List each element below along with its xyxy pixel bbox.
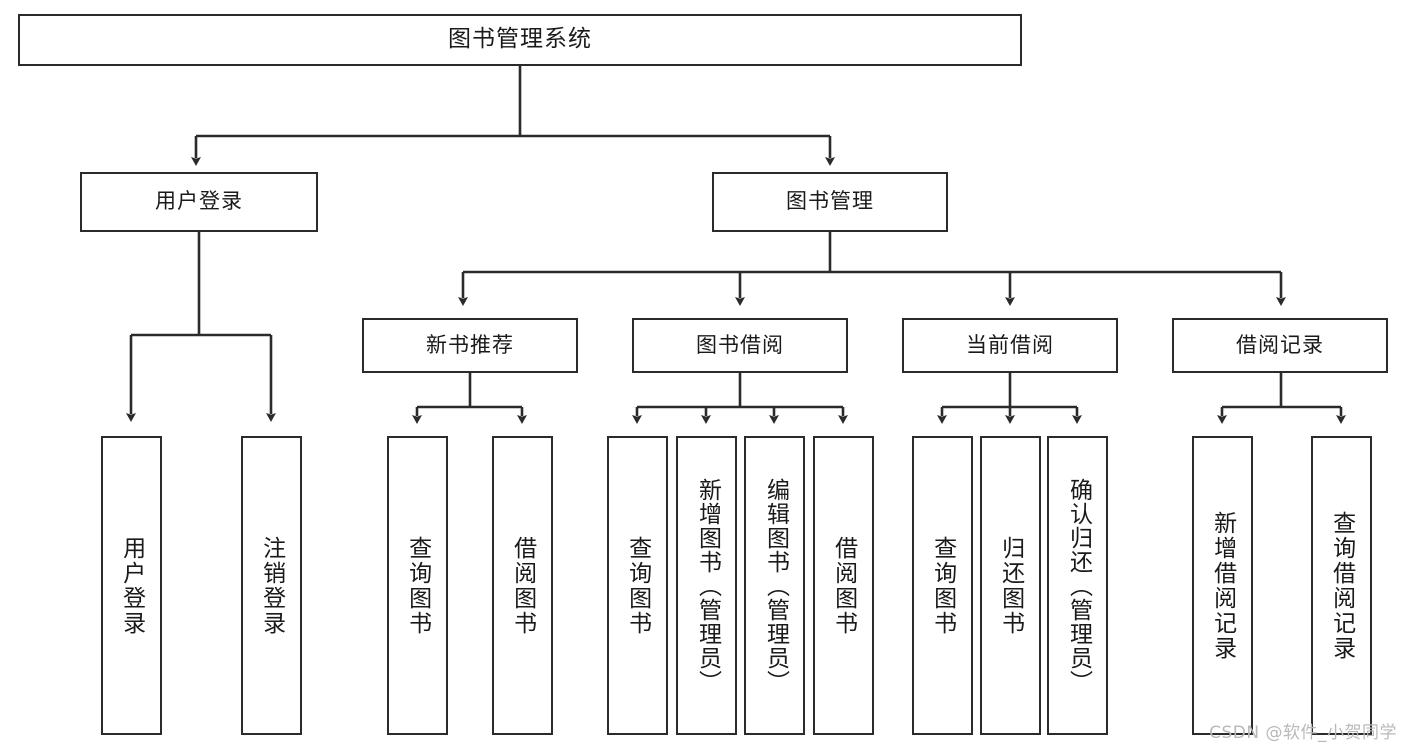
node-label: 注销登录 <box>258 535 285 636</box>
leaf-borrow-query-book[interactable]: 查询图书 <box>607 436 668 735</box>
leaf-current-query-book[interactable]: 查询图书 <box>912 436 973 735</box>
node-label: 图书管理系统 <box>448 26 592 53</box>
leaf-user-login-do[interactable]: 用户登录 <box>101 436 162 735</box>
leaf-borrow-add-book-admin[interactable]: 新增图书（管理员） <box>676 436 737 735</box>
node-book-management[interactable]: 图书管理 <box>712 172 948 232</box>
node-new-book-recommend[interactable]: 新书推荐 <box>362 318 578 373</box>
node-label: 借阅图书 <box>509 535 536 636</box>
node-label: 新增图书（管理员） <box>694 477 721 694</box>
csdn-watermark: CSDN @软件_小贺同学 <box>1209 723 1397 743</box>
leaf-recommend-borrow-book[interactable]: 借阅图书 <box>492 436 553 735</box>
node-label: 查询图书 <box>404 535 431 636</box>
leaf-record-query-record[interactable]: 查询借阅记录 <box>1311 436 1372 735</box>
leaf-user-logout[interactable]: 注销登录 <box>241 436 302 735</box>
leaf-record-add-record[interactable]: 新增借阅记录 <box>1192 436 1253 735</box>
leaf-borrow-borrow-book[interactable]: 借阅图书 <box>813 436 874 735</box>
node-label: 图书借阅 <box>696 332 784 357</box>
node-borrow-record[interactable]: 借阅记录 <box>1172 318 1388 373</box>
node-label: 借阅图书 <box>830 535 857 636</box>
leaf-current-confirm-return-admin[interactable]: 确认归还（管理员） <box>1047 436 1108 735</box>
node-label: 查询图书 <box>929 535 956 636</box>
node-user-login[interactable]: 用户登录 <box>80 172 318 232</box>
node-label: 确认归还（管理员） <box>1065 477 1092 694</box>
leaf-current-return-book[interactable]: 归还图书 <box>980 436 1041 735</box>
node-label: 查询图书 <box>624 535 651 636</box>
node-label: 用户登录 <box>118 535 145 636</box>
node-label: 查询借阅记录 <box>1328 510 1355 661</box>
node-label: 归还图书 <box>997 535 1024 636</box>
node-label: 当前借阅 <box>966 332 1054 357</box>
node-book-borrow[interactable]: 图书借阅 <box>632 318 848 373</box>
node-label: 新书推荐 <box>426 332 514 357</box>
node-current-borrow[interactable]: 当前借阅 <box>902 318 1118 373</box>
leaf-recommend-query-book[interactable]: 查询图书 <box>387 436 448 735</box>
node-label: 新增借阅记录 <box>1209 510 1236 661</box>
node-label: 图书管理 <box>786 189 874 214</box>
node-label: 用户登录 <box>155 189 243 214</box>
node-label: 编辑图书（管理员） <box>762 477 789 694</box>
node-label: 借阅记录 <box>1236 332 1324 357</box>
leaf-borrow-edit-book-admin[interactable]: 编辑图书（管理员） <box>744 436 805 735</box>
node-root-system[interactable]: 图书管理系统 <box>18 14 1022 66</box>
